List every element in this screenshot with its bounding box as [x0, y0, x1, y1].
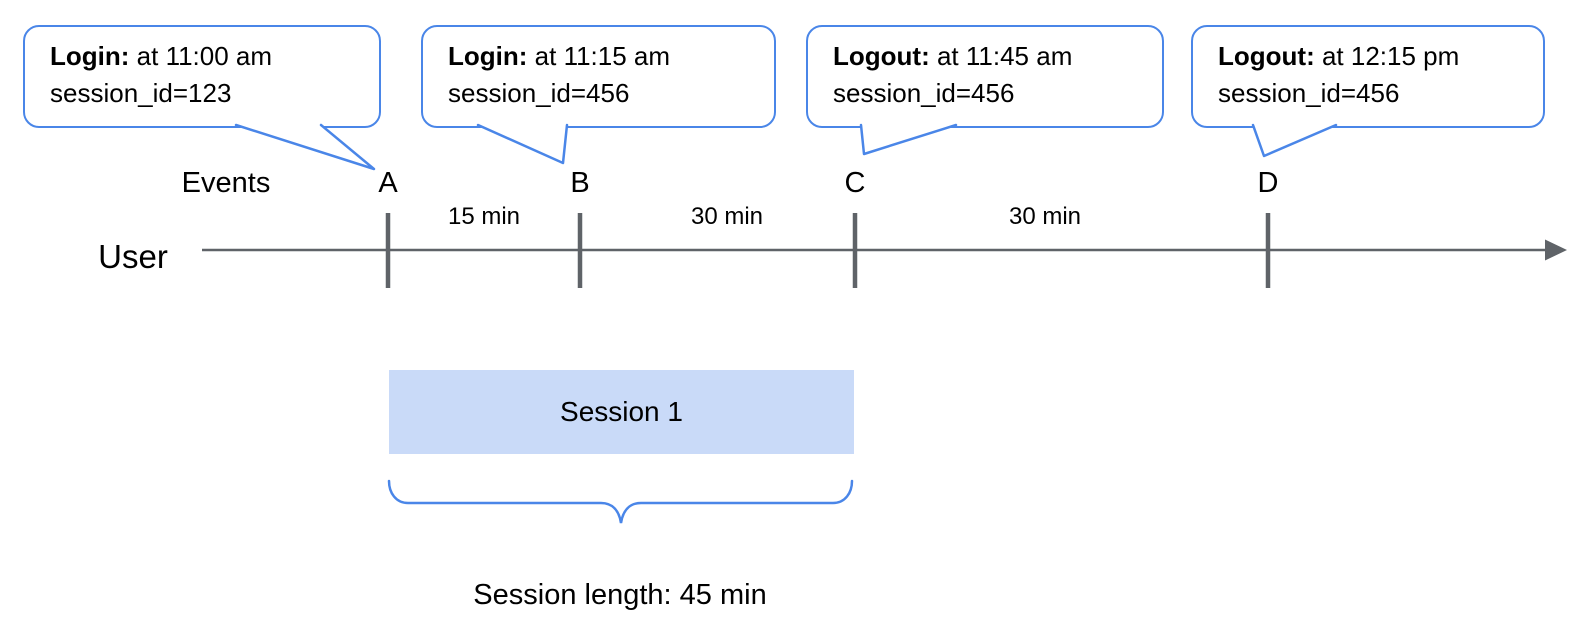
- callout-tail-b: [476, 123, 569, 165]
- marker-label-a: A: [378, 167, 398, 199]
- event-type-label: Login:: [448, 41, 528, 71]
- event-time-text: at 12:15 pm: [1321, 41, 1460, 71]
- callout-tail-a: [234, 123, 376, 171]
- session-id-text: session_id=456: [1218, 78, 1400, 108]
- callout-text: Login: at 11:00 am session_id=123: [25, 27, 379, 112]
- event-type-label: Logout:: [833, 41, 930, 71]
- marker-label-b: B: [570, 167, 590, 199]
- callout-tail-d: [1251, 123, 1338, 158]
- user-axis-label: User: [98, 238, 168, 275]
- callout-text: Login: at 11:15 am session_id=456: [423, 27, 774, 112]
- timeline-arrowhead-icon: [1545, 239, 1567, 261]
- callout-text: Logout: at 12:15 pm session_id=456: [1193, 27, 1543, 112]
- session-length-brace: [387, 479, 854, 524]
- event-time-text: at 11:00 am: [136, 41, 273, 71]
- callout-logout-d: Logout: at 12:15 pm session_id=456: [1191, 25, 1545, 128]
- session-id-text: session_id=456: [448, 78, 630, 108]
- callout-logout-c: Logout: at 11:45 am session_id=456: [806, 25, 1164, 128]
- callout-login-a: Login: at 11:00 am session_id=123: [23, 25, 381, 128]
- interval-label-ab: 15 min: [447, 203, 521, 230]
- event-type-label: Login:: [50, 41, 130, 71]
- event-time-text: at 11:45 am: [936, 41, 1073, 71]
- callout-text: Logout: at 11:45 am session_id=456: [808, 27, 1162, 112]
- session-id-text: session_id=456: [833, 78, 1015, 108]
- event-time-text: at 11:15 am: [534, 41, 671, 71]
- interval-label-cd: 30 min: [1008, 203, 1082, 230]
- interval-label-bc: 30 min: [690, 203, 764, 230]
- marker-label-c: C: [844, 167, 866, 199]
- events-label: Events: [181, 167, 271, 199]
- callout-login-b: Login: at 11:15 am session_id=456: [421, 25, 776, 128]
- marker-label-d: D: [1257, 167, 1279, 199]
- event-type-label: Logout:: [1218, 41, 1315, 71]
- session-length-label: Session length: 45 min: [473, 579, 767, 611]
- session-id-text: session_id=123: [50, 78, 232, 108]
- session-1-label: Session 1: [560, 396, 683, 427]
- session-1-box: Session 1: [389, 370, 854, 454]
- callout-tail-c: [859, 123, 958, 156]
